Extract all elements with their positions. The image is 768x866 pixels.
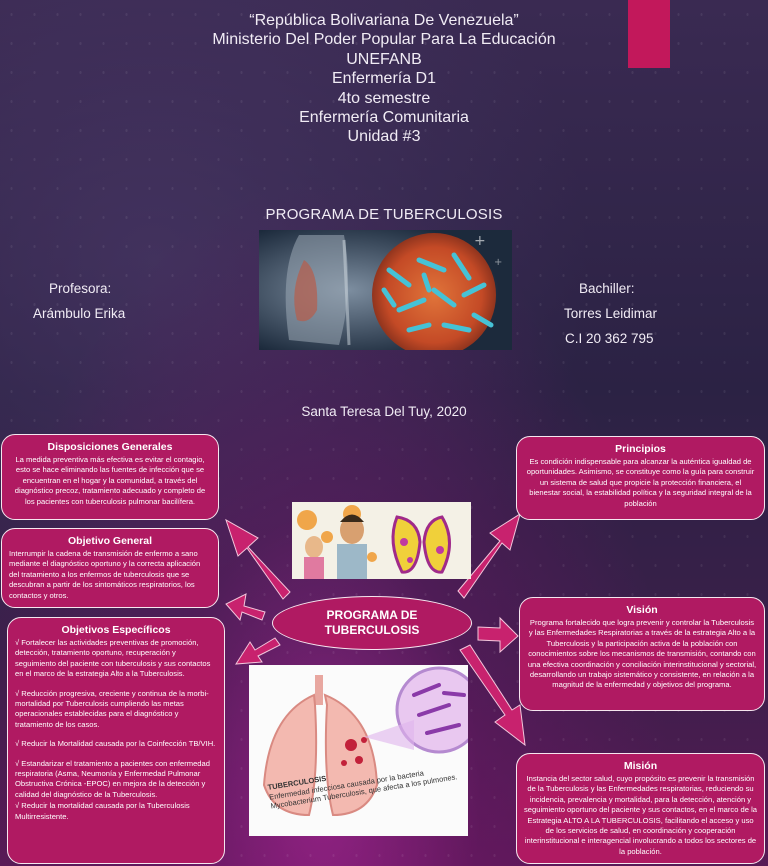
center-topic-label: PROGRAMA DE TUBERCULOSIS — [324, 608, 420, 637]
arrow-icon — [225, 518, 291, 600]
profesora-name: Arámbulo Erika — [33, 306, 126, 321]
disposiciones-generales-box: Disposiciones Generales La medida preven… — [1, 434, 219, 520]
arrow-icon — [225, 593, 266, 622]
box-title: Misión — [623, 760, 658, 772]
arrow-icon — [235, 637, 281, 665]
principios-box: Principios Es condición indispensable pa… — [516, 436, 765, 520]
box-text: La medida preventiva más efectiva es evi… — [14, 455, 206, 506]
box-title: Disposiciones Generales — [47, 441, 173, 453]
presentation-title: PROGRAMA DE TUBERCULOSIS — [265, 206, 503, 223]
lung-infographic: TUBERCULOSIS Enfermedad infecciosa causa… — [249, 665, 468, 836]
bachiller-name: Torres Leidimar — [564, 306, 658, 321]
objetivo-general-box: Objetivo General Interrumpir la cadena d… — [1, 528, 219, 608]
header-line: Enfermería Comunitaria — [299, 109, 469, 127]
profesora-label: Profesora: — [49, 281, 112, 296]
svg-text:+: + — [494, 257, 502, 268]
list-item: √ Estandarizar el tratamiento a paciente… — [15, 758, 210, 799]
header-line: “República Bolivariana De Venezuela” — [249, 12, 519, 29]
tuberculosis-hero-image: + + — [259, 230, 512, 350]
center-topic: PROGRAMA DE TUBERCULOSIS — [272, 596, 472, 650]
box-text: Es condición indispensable para alcanzar… — [526, 457, 755, 508]
box-title: Principios — [615, 443, 666, 455]
place-date: Santa Teresa Del Tuy, 2020 — [301, 404, 467, 419]
mision-box: Misión Instancia del sector salud, cuyo … — [516, 753, 765, 864]
list-item: √ Reducir la mortalidad causada por la T… — [15, 801, 190, 821]
svg-text:+: + — [474, 233, 486, 249]
arrow-icon — [459, 644, 526, 747]
box-text: Instancia del sector salud, cuyo propósi… — [524, 774, 758, 856]
objetivos-especificos-box: Objetivos Específicos √ Fortalecer las a… — [7, 617, 225, 864]
institution-header: “República Bolivariana De Venezuela” Min… — [0, 11, 768, 147]
vision-box: Visión Programa fortalecido que logra pr… — [519, 597, 765, 711]
list-item: √ Fortalecer las actividades preventivas… — [15, 638, 211, 679]
header-line: UNEFANB — [346, 50, 422, 68]
header-line: Enfermería D1 — [331, 70, 437, 88]
header-line: Ministerio Del Poder Popular Para La Edu… — [212, 31, 556, 49]
box-title: Objetivos Específicos — [61, 624, 171, 636]
accent-rectangle — [628, 0, 670, 68]
bachiller-ci: C.I 20 362 795 — [565, 331, 654, 346]
arrow-icon — [477, 616, 519, 654]
header-line: 4to semestre — [337, 89, 431, 107]
bachiller-label: Bachiller: — [579, 281, 635, 296]
cough-illustration — [292, 502, 471, 579]
box-text: Programa fortalecido que logra prevenir … — [527, 618, 757, 690]
header-line: Unidad #3 — [347, 128, 421, 146]
list-item: √ Reducir la Mortalidad causada por la C… — [15, 739, 216, 749]
box-text: Interrumpir la cadena de transmisión de … — [9, 549, 201, 600]
box-title: Visión — [626, 604, 658, 616]
box-title: Objetivo General — [67, 535, 153, 547]
arrow-icon — [457, 512, 521, 599]
list-item: √ Reducción progresiva, creciente y cont… — [15, 688, 209, 729]
